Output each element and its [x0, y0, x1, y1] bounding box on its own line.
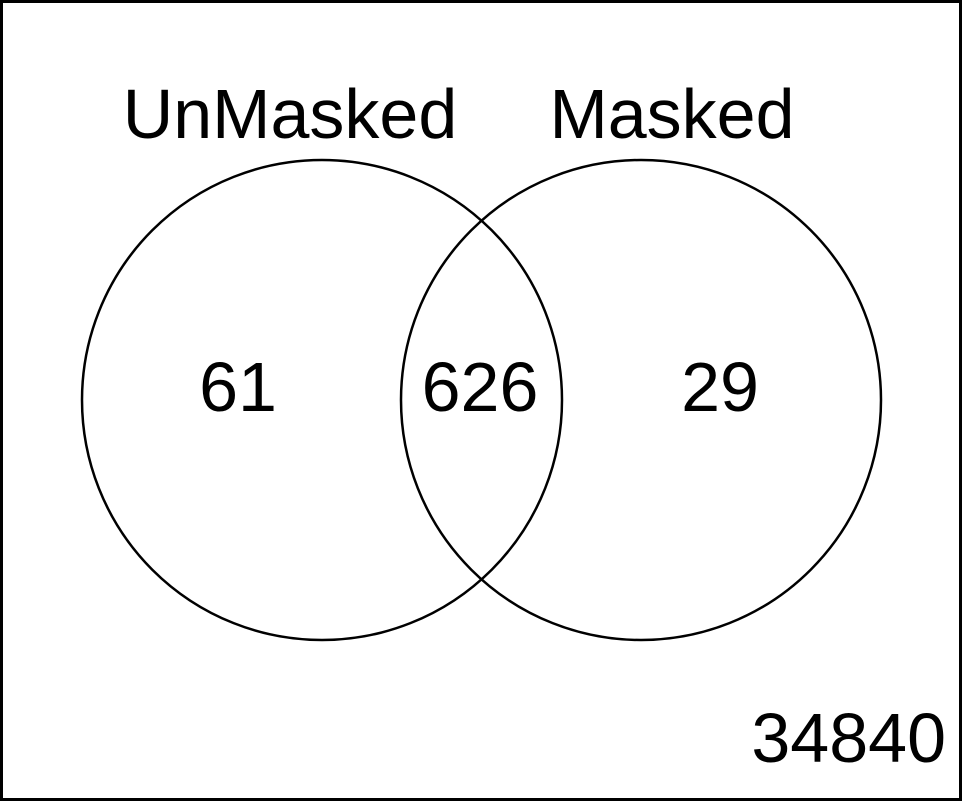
intersection-count: 626 [422, 348, 539, 426]
masked-set-label: Masked [549, 75, 794, 153]
unmasked-set-label: UnMasked [123, 75, 458, 153]
masked-only-count: 29 [681, 348, 759, 426]
outside-count: 34840 [751, 699, 946, 777]
unmasked-only-count: 61 [199, 348, 277, 426]
unmasked-set-circle [80, 158, 564, 642]
masked-set-circle [399, 158, 883, 642]
